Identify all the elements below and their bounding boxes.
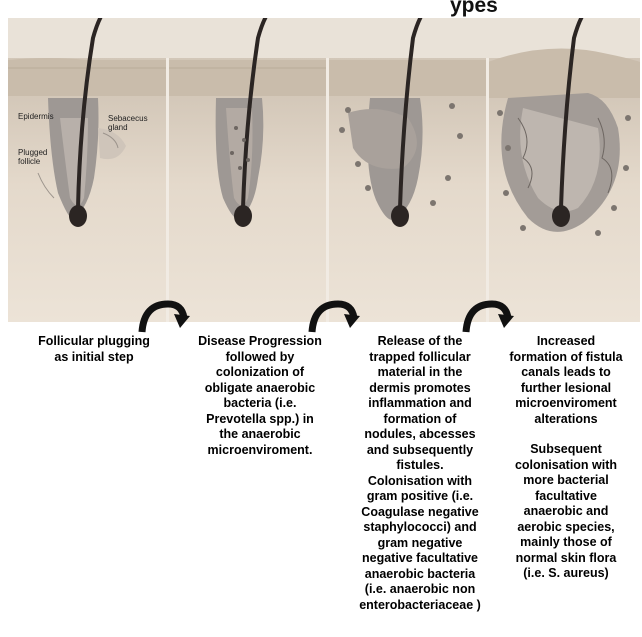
step-2-caption: Disease Progression followed by coloniza… [180,334,340,458]
follicle-illustration [8,18,640,322]
label-plugged-follicle: Plugged follicle [18,148,52,166]
step-3-caption: Release of the trapped follicular materi… [346,334,494,613]
arrow-step-3-to-4 [458,298,514,334]
step-1-caption: Follicular plugging as initial step [18,334,170,365]
label-epidermis: Epidermis [18,112,54,121]
arrow-step-2-to-3 [304,298,360,334]
step-4-caption: Increased formation of fistula canals le… [494,334,638,582]
arrow-step-1-to-2 [134,298,190,334]
title-fragment: ypes [450,0,498,18]
label-sebaceous-gland: Sebacecus gland [108,114,144,132]
